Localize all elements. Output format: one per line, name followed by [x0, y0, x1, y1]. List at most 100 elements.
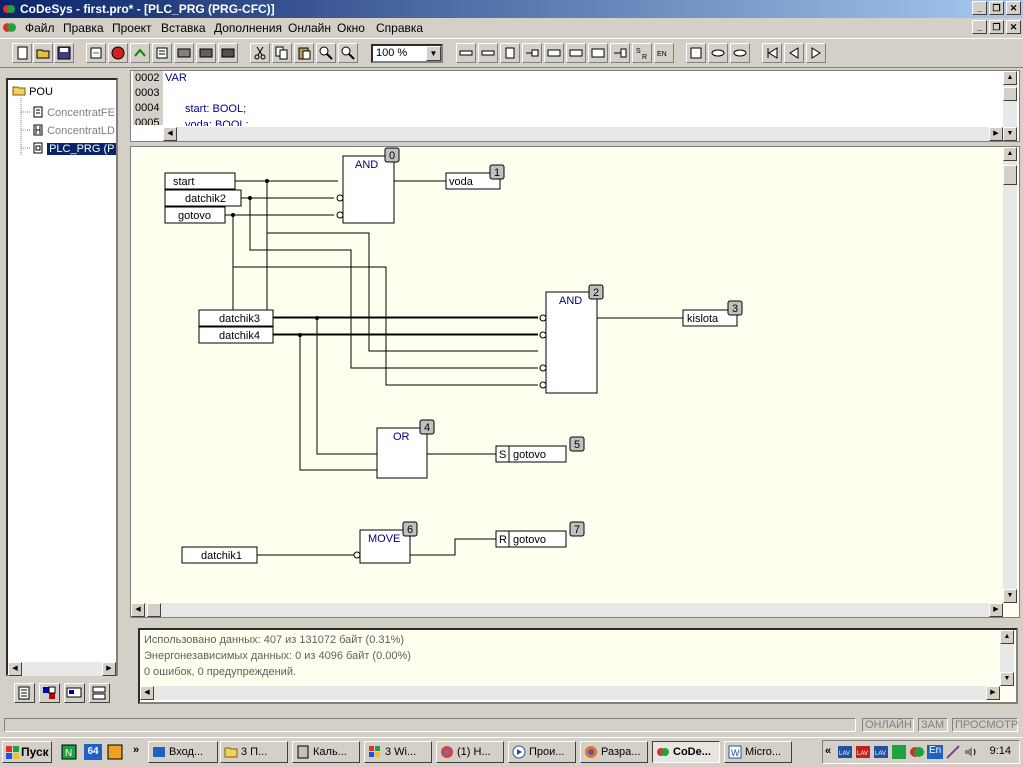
lav-video-icon[interactable]: LAV — [873, 744, 889, 760]
scroll-left-icon[interactable]: ◀ — [131, 603, 145, 617]
input-datchik1[interactable]: datchik1 — [181, 546, 258, 564]
new-button[interactable] — [12, 43, 32, 63]
input-gotovo[interactable]: gotovo — [164, 206, 226, 224]
paste-button[interactable] — [294, 43, 314, 63]
find-next-button[interactable] — [338, 43, 358, 63]
task-button-0[interactable]: Вход... — [148, 741, 218, 763]
block-and-0[interactable]: AND 0 — [342, 147, 400, 224]
scroll-up-icon[interactable]: ▲ — [1003, 71, 1017, 85]
mdi-close-button[interactable]: ✕ — [1006, 20, 1021, 34]
input-button[interactable] — [456, 43, 476, 63]
input-datchik4[interactable]: datchik4 — [198, 326, 274, 344]
close-button[interactable]: ✕ — [1006, 1, 1021, 15]
scroll-up-icon[interactable]: ▲ — [1003, 147, 1017, 161]
find-button[interactable] — [316, 43, 336, 63]
scroll-right-icon[interactable]: ▶ — [102, 662, 116, 676]
input-start[interactable]: start — [164, 172, 236, 190]
scroll-up-icon[interactable]: ▲ — [1000, 630, 1014, 644]
scroll-left-icon[interactable]: ◀ — [140, 686, 154, 700]
scroll-right-icon[interactable]: ▶ — [986, 686, 1000, 700]
quicklaunch-64-icon[interactable]: 64 — [84, 744, 102, 760]
tab-pous[interactable] — [14, 683, 35, 703]
tree-hscrollbar[interactable]: ◀ ▶ — [8, 662, 116, 676]
stop-button[interactable] — [108, 43, 128, 63]
cfc-editor[interactable]: start datchik2 gotovo datchik3 datchik4 … — [130, 146, 1020, 618]
task-button-6[interactable]: Разра... — [580, 741, 648, 763]
write-values-button[interactable] — [196, 43, 216, 63]
expand-macro-button[interactable] — [708, 43, 728, 63]
task-button-1[interactable]: 3 П... — [220, 741, 288, 763]
jump-button[interactable] — [522, 43, 542, 63]
pen-icon[interactable] — [945, 744, 961, 760]
menu-file[interactable]: Файл — [25, 21, 55, 35]
block-move-6[interactable]: MOVE 6 — [359, 521, 418, 564]
collapse-macro-button[interactable] — [730, 43, 750, 63]
msg-hscrollbar[interactable]: ◀ ▶ — [140, 686, 1000, 700]
input-datchik3[interactable]: datchik3 — [198, 309, 274, 327]
macro-button[interactable] — [686, 43, 706, 63]
block-or-4[interactable]: OR 4 — [376, 419, 435, 479]
breakpoint-button[interactable] — [174, 43, 194, 63]
step-button[interactable] — [152, 43, 172, 63]
cut-button[interactable] — [250, 43, 270, 63]
box-input-button[interactable] — [610, 43, 630, 63]
label-button[interactable] — [544, 43, 564, 63]
zoom-select[interactable]: 100 %▼ — [371, 44, 443, 63]
lav-filter-icon[interactable]: LAV — [837, 744, 853, 760]
comment-button[interactable] — [588, 43, 608, 63]
mdi-restore-button[interactable]: ❐ — [989, 20, 1004, 34]
menu-insert[interactable]: Вставка — [161, 21, 206, 35]
menu-help[interactable]: Справка — [376, 21, 424, 35]
scroll-left-icon[interactable]: ◀ — [8, 662, 22, 676]
save-button[interactable] — [54, 43, 74, 63]
box-button[interactable] — [500, 43, 520, 63]
first-level-button[interactable] — [762, 43, 782, 63]
tree-item-concentratld[interactable]: ConcentratLD — [32, 124, 115, 137]
scroll-down-icon[interactable]: ▼ — [1000, 672, 1014, 686]
decl-vscrollbar[interactable]: ▲ ▼ — [1003, 71, 1017, 141]
task-button-2[interactable]: Каль... — [292, 741, 360, 763]
quicklaunch-app-icon[interactable]: N — [61, 744, 77, 760]
output-button[interactable] — [478, 43, 498, 63]
enable-button[interactable]: EN — [654, 43, 674, 63]
volume-icon[interactable] — [963, 744, 979, 760]
menu-project[interactable]: Проект — [112, 21, 152, 35]
output-gotovo-reset[interactable]: R gotovo 7 — [495, 521, 585, 548]
return-button[interactable] — [566, 43, 586, 63]
scroll-thumb[interactable] — [1003, 87, 1017, 101]
prev-level-button[interactable] — [784, 43, 804, 63]
menu-edit[interactable]: Правка — [63, 21, 104, 35]
scroll-right-icon[interactable]: ▶ — [989, 127, 1003, 141]
msg-vscrollbar[interactable]: ▲ ▼ — [1000, 630, 1014, 686]
run-button[interactable] — [130, 43, 150, 63]
scroll-thumb[interactable] — [1003, 165, 1017, 185]
tree-root[interactable]: POU — [12, 85, 53, 98]
maximize-button[interactable]: ❐ — [989, 1, 1004, 15]
scroll-left-icon[interactable]: ◀ — [163, 127, 177, 141]
force-values-button[interactable] — [218, 43, 238, 63]
decl-hscrollbar[interactable]: ◀ ▶ — [163, 127, 1003, 141]
next-level-button[interactable] — [806, 43, 826, 63]
minimize-button[interactable]: _ — [972, 1, 987, 15]
copy-button[interactable] — [272, 43, 292, 63]
menu-extras[interactable]: Дополнения — [214, 21, 282, 35]
codesys-tray-icon[interactable] — [909, 744, 925, 760]
scroll-down-icon[interactable]: ▼ — [1003, 127, 1017, 141]
tree-item-plc-prg[interactable]: PLC_PRG (P — [32, 142, 117, 155]
declaration-editor[interactable]: 0002 0003 0004 0005 VAR start: BOOL; vod… — [130, 70, 1020, 142]
cfc-vscrollbar[interactable]: ▲ ▼ — [1003, 147, 1017, 603]
task-button-5[interactable]: Прои... — [508, 741, 576, 763]
mdi-minimize-button[interactable]: _ — [972, 20, 987, 34]
scroll-down-icon[interactable]: ▼ — [1003, 589, 1017, 603]
task-button-7[interactable]: CoDe... — [652, 741, 720, 763]
tab-resources[interactable] — [89, 683, 110, 703]
output-voda[interactable]: voda 1 — [445, 164, 505, 190]
login-button[interactable] — [86, 43, 106, 63]
output-gotovo-set[interactable]: S gotovo 5 — [495, 436, 585, 463]
cfc-hscrollbar[interactable]: ◀ ▶ — [131, 603, 1003, 617]
notepad-tray-icon[interactable] — [891, 744, 907, 760]
tab-data-types[interactable] — [39, 683, 60, 703]
language-icon[interactable] — [927, 744, 943, 760]
open-button[interactable] — [33, 43, 53, 63]
